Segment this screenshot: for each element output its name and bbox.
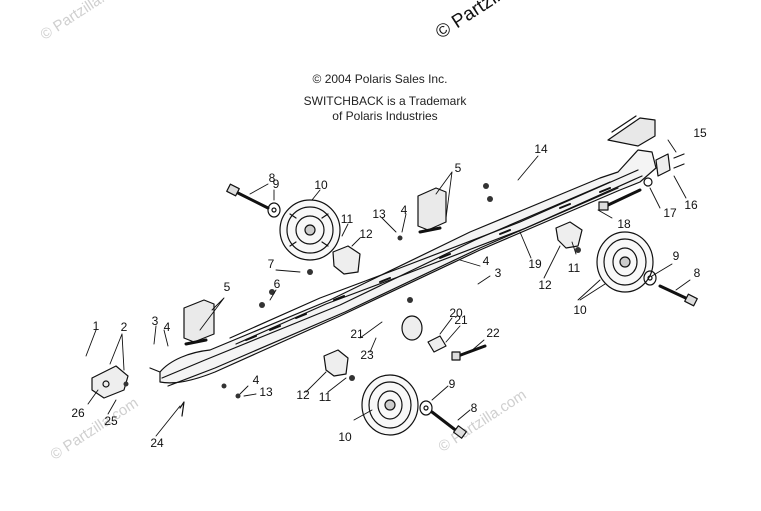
rail-slide [229,169,643,345]
rear-clips [643,153,685,187]
leader-lines [85,139,691,437]
callout-4-bottom: 4 [252,373,260,387]
callout-4-left: 4 [163,320,171,334]
idler-wheel-right [596,231,654,293]
callout-12-bottom: 12 [296,388,310,402]
callout-23: 23 [360,348,374,362]
callout-11-bottom: 11 [318,390,332,404]
callout-21-right: 21 [454,313,468,327]
callout-3-mid: 3 [494,266,502,280]
trademark-line-1: SWITCHBACK is a Trademark [303,94,467,108]
callout-8-bottom: 8 [470,401,478,415]
idler-wheel-top [279,199,341,261]
callout-9-top: 9 [272,177,280,191]
small-fasteners [123,183,581,399]
callout-1: 1 [92,319,100,333]
wheel-brackets [323,221,583,377]
callout-21-left: 21 [350,327,364,341]
callout-7: 7 [267,257,275,271]
callout-2: 2 [120,320,128,334]
pin-24 [179,401,185,417]
slide-blocks [183,187,447,346]
callout-13-bottom: 13 [259,385,273,399]
callout-8-top: 8 [268,171,276,185]
callout-14: 14 [534,142,548,156]
callout-18: 18 [617,217,631,231]
callout-8-right: 8 [693,266,701,280]
callout-16: 16 [684,198,698,212]
callout-20: 20 [449,306,463,320]
callout-11-top: 11 [340,212,354,226]
callout-9-right: 9 [672,249,680,263]
callout-4-mid: 4 [482,254,490,268]
axle-parts [401,315,447,353]
callout-22: 22 [486,326,500,340]
callout-10-bottom: 10 [338,430,352,444]
callout-12-right: 12 [538,278,552,292]
callout-6: 6 [273,277,281,291]
trademark-line-2: of Polaris Industries [332,109,438,123]
callout-3-left: 3 [151,314,159,328]
copyright-text: © 2004 Polaris Sales Inc. [312,72,448,86]
callout-19: 19 [528,257,542,271]
callout-13-top: 13 [372,207,386,221]
callout-10-top: 10 [314,178,328,192]
callout-5-top: 5 [454,161,462,175]
callout-24: 24 [150,436,164,450]
callout-10-right: 10 [573,303,587,317]
callout-9-bottom: 9 [448,377,456,391]
idler-wheel-bottom [361,374,419,436]
callout-17: 17 [663,206,677,220]
callout-25: 25 [104,414,118,428]
callout-12-top: 12 [359,227,373,241]
rail-tip [91,365,129,399]
callout-11-right: 11 [567,261,581,275]
callout-4-top: 4 [400,203,408,217]
callout-15: 15 [693,126,707,140]
callout-5-left: 5 [223,280,231,294]
callout-26: 26 [71,406,85,420]
washers [267,202,657,416]
